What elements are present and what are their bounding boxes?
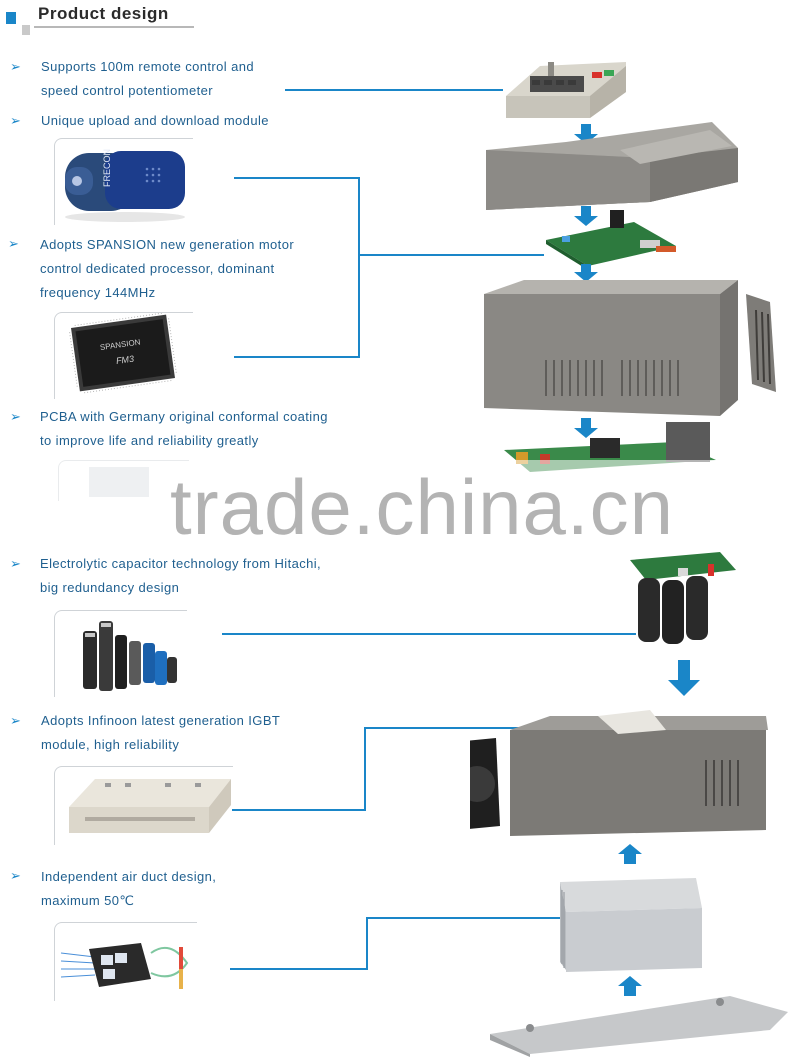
bullet-arrow-icon: ➢ [10,868,21,883]
processor-photo-frame: SPANSION FM3 [54,312,193,399]
feature-7-line-1: Independent air duct design, [41,869,217,884]
side-panel [746,294,776,392]
middle-housing [484,280,738,416]
connector-line [234,356,360,358]
feature-4-line-2: to improve life and reliability greatly [40,433,259,448]
bullet-arrow-icon: ➢ [10,713,21,728]
capacitor-bank [630,552,736,644]
connector-line [232,809,366,811]
connector-line [364,727,366,811]
feature-6-line-2: module, high reliability [41,737,180,752]
feature-3-line-3: frequency 144MHz [40,285,156,300]
bullet-arrow-icon: ➢ [10,113,21,128]
bullet-arrow-icon: ➢ [10,556,21,571]
feature-6-text: Adopts Infinoon latest generation IGBT m… [41,709,280,757]
feature-5-line-1: Electrolytic capacitor technology from H… [40,556,322,571]
top-cover [486,122,738,210]
title-underline [34,26,194,28]
feature-1-line-1: Supports 100m remote control and [41,59,254,74]
igbt-module-photo [69,779,231,833]
connector-line [285,89,503,91]
airflow-photo-frame [54,922,197,1001]
usb-module-photo: FRECON [65,149,185,222]
up-arrow-icon [618,844,642,864]
feature-3-line-2: control dedicated processor, dominant [40,261,275,276]
feature-2-text: Unique upload and download module [41,109,269,133]
igbt-photo-frame [54,766,233,845]
exploded-assembly-illustration [470,62,788,1057]
down-arrow-icon [668,660,700,696]
connector-line [358,254,544,256]
page-title: Product design [38,4,169,23]
connector-line [364,727,598,729]
feature-5-text: Electrolytic capacitor technology from H… [40,552,321,600]
bullet-arrow-icon: ➢ [8,236,19,251]
control-board [546,210,676,270]
feature-6-line-1: Adopts Infinoon latest generation IGBT [41,713,281,728]
feature-3-line-1: Adopts SPANSION new generation motor [40,237,295,252]
usb-module-photo-frame: FRECON [54,138,193,225]
down-arrow-icon [574,264,598,282]
connector-line [230,968,368,970]
airflow-simulation-photo [60,943,189,989]
header-accent-square [6,12,16,24]
bullet-arrow-icon: ➢ [10,59,21,74]
watermark-text: trade.china.cn [170,463,674,551]
keypad-panel [506,62,626,118]
feature-5-line-2: big redundancy design [40,580,180,595]
header-accent-square-grey [22,25,30,35]
capacitor-photo-frame [54,610,187,697]
feature-7-line-2: maximum 50℃ [41,893,135,908]
connector-line [366,917,368,970]
down-arrow-icon [574,418,598,438]
connector-line [234,177,360,179]
feature-7-text: Independent air duct design, maximum 50℃ [41,865,216,913]
feature-3-text: Adopts SPANSION new generation motor con… [40,233,294,305]
feature-1-line-2: speed control potentiometer [41,83,213,98]
feature-4-text: PCBA with Germany original conformal coa… [40,405,328,453]
down-arrow-icon [574,206,598,226]
connector-line [222,633,636,635]
connector-line [358,177,360,357]
feature-4-line-1: PCBA with Germany original conformal coa… [40,409,328,424]
base-housing [510,710,768,836]
bottom-plate [490,996,788,1057]
chip-model-text: FM3 [115,354,134,366]
capacitors-photo [83,621,177,691]
feature-1-text: Supports 100m remote control and speed c… [41,55,254,103]
connector-line [366,917,560,919]
feature-2-line-1: Unique upload and download module [41,113,269,128]
up-arrow-icon [618,976,642,996]
bullet-arrow-icon: ➢ [10,409,21,424]
watermark-band [0,460,800,550]
processor-chip-photo: SPANSION FM3 [69,312,177,394]
heatsink [560,878,702,972]
cooling-fans [470,738,500,829]
usb-module-brand: FRECON [102,149,112,187]
